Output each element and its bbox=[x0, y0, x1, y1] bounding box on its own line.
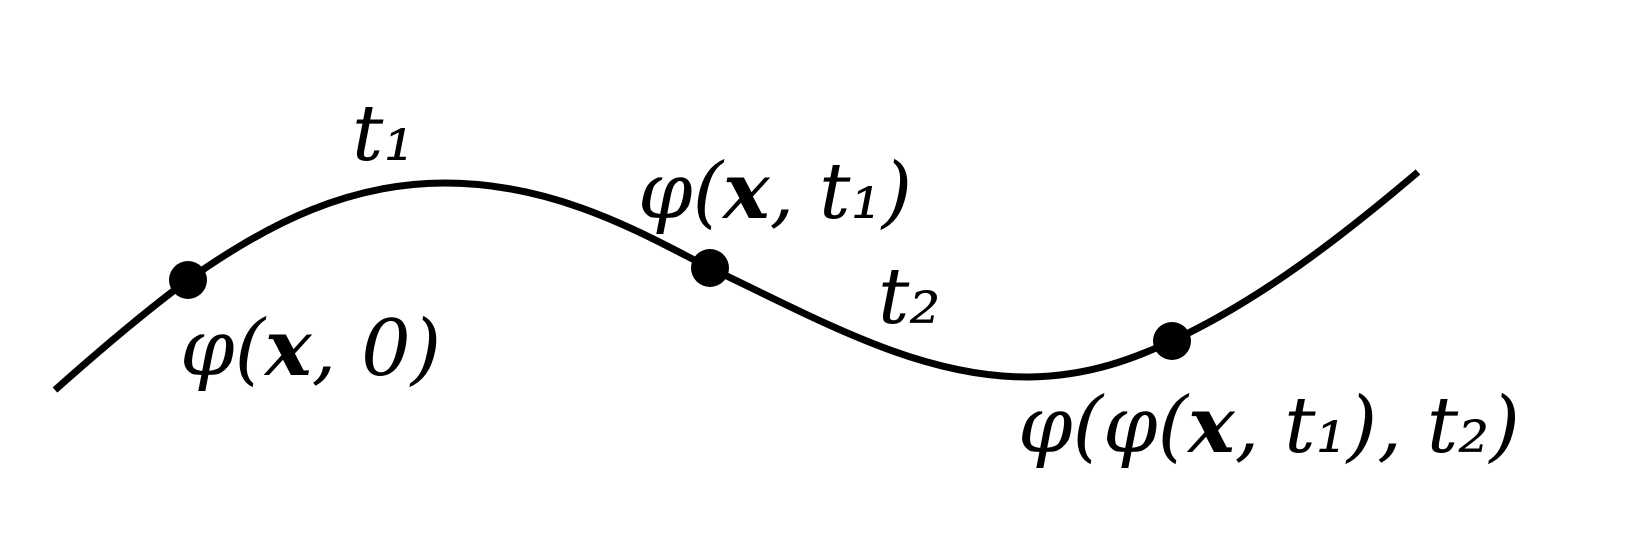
label-phi-x-t1: φ(x, t₁) bbox=[638, 146, 912, 237]
label-t1: t₁ bbox=[352, 89, 415, 179]
point-phi-x-t1 bbox=[691, 249, 729, 287]
point-phi-x-0 bbox=[169, 261, 207, 299]
label-t2: t₂ bbox=[878, 252, 941, 342]
label-phi-phi: φ(φ(x, t₁), t₂) bbox=[1018, 380, 1520, 471]
label-phi-x-0: φ(x, 0) bbox=[180, 303, 441, 394]
point-phi-phi bbox=[1153, 322, 1191, 360]
